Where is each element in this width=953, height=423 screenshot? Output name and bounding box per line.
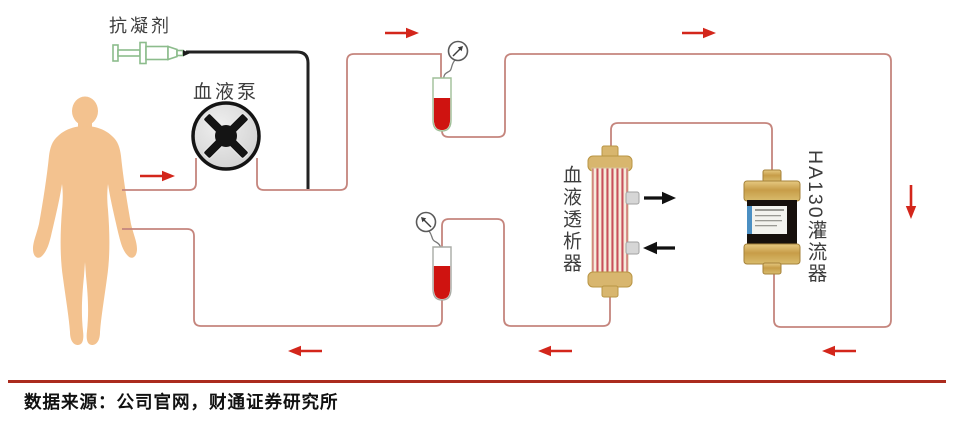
flow-arrow-right-2	[385, 27, 419, 39]
blood-tubing	[122, 50, 892, 328]
flow-arrow-down	[905, 185, 917, 219]
perfusor-label: HA130灌流器	[804, 150, 826, 285]
tube-dialyzer-to-chamber2	[441, 218, 611, 327]
source-note: 数据来源：公司官网，财通证券研究所	[24, 392, 339, 412]
dialyzer-label: 血液透析器	[560, 165, 581, 275]
drip-chamber-arterial	[432, 77, 452, 132]
footer-divider	[8, 380, 946, 383]
tube-perfusor-to-dialyzer	[610, 122, 773, 174]
hemodialyzer-device	[587, 145, 640, 298]
dialyzer-out-arrow-right	[644, 191, 676, 205]
dialyzer-in-arrow-left	[643, 241, 675, 255]
blood-pump-label: 血液泵	[193, 82, 260, 103]
ha130-perfusor-cartridge	[743, 169, 801, 275]
tube-artery-to-pump	[122, 158, 197, 191]
pressure-gauge-venous	[415, 211, 442, 249]
drip-chamber-venous	[432, 246, 452, 301]
flow-arrow-right-3	[682, 27, 716, 39]
pressure-gauge-arterial	[442, 40, 469, 80]
flow-arrow-left-2	[538, 345, 572, 357]
tube-chamber2-to-vein	[122, 228, 443, 327]
syringe-icon	[112, 41, 190, 65]
tube-pump-to-chamber1	[256, 53, 442, 191]
tube-chamber1-to-perfusor	[441, 53, 892, 328]
flow-arrow-left-1	[288, 345, 322, 357]
anticoagulant-label: 抗凝剂	[109, 16, 172, 36]
flow-arrow-left-3	[822, 345, 856, 357]
anticoagulant-line	[186, 50, 310, 189]
patient-silhouette	[33, 96, 137, 345]
blood-pump-icon	[191, 101, 261, 171]
flow-arrow-right-1	[140, 170, 175, 182]
